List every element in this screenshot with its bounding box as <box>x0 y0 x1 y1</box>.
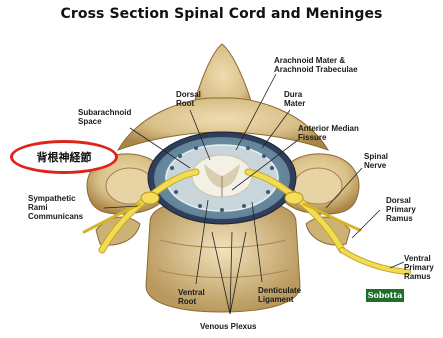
dorsal-root-ganglion-callout: 背根神経節 <box>10 140 118 174</box>
sobotta-logo: Sobotta <box>366 289 404 302</box>
spinal-cord <box>192 155 252 197</box>
label-venous-plexus: Venous Plexus <box>200 322 256 331</box>
label-arachnoid-mater: Arachnoid Mater &Arachnoid Trabeculae <box>274 56 358 74</box>
